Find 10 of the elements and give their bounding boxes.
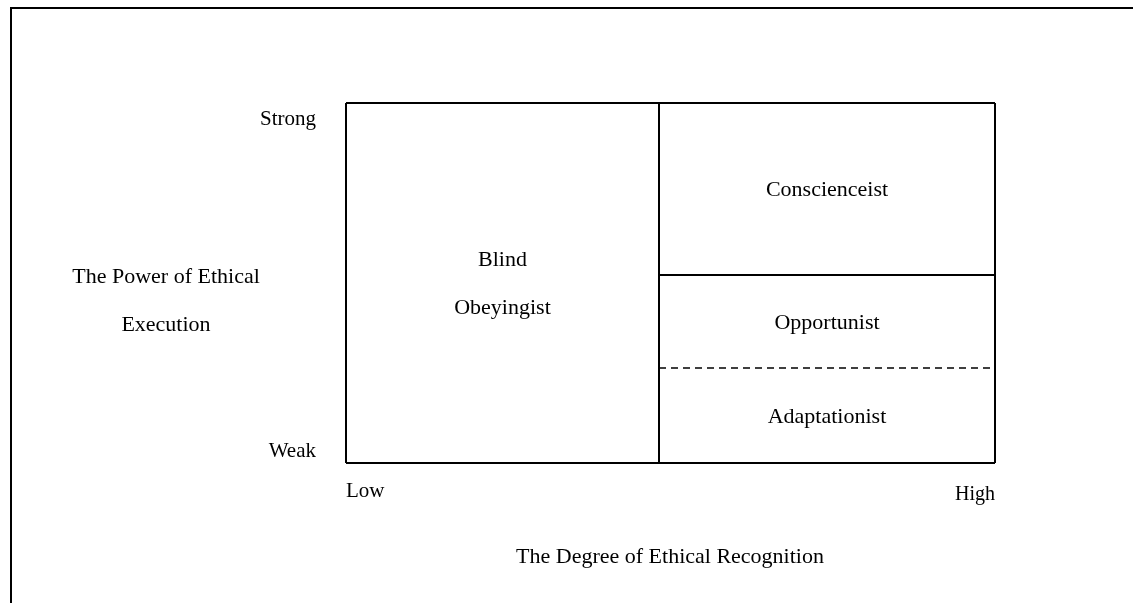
category-label: Adaptationist [767,401,887,430]
axis-label: High [954,481,995,507]
axis-label: Strong [259,105,316,132]
axis-label: Low [346,477,386,504]
axis-title: The Degree of Ethical Recognition [515,542,825,570]
category-label: Blind Obeyingist [453,245,552,321]
axis-label: Weak [267,437,316,464]
category-label: Conscienceist [765,175,889,203]
category-label: Opportunist [774,307,880,336]
axis-title: The Power of Ethical Execution [71,262,261,338]
